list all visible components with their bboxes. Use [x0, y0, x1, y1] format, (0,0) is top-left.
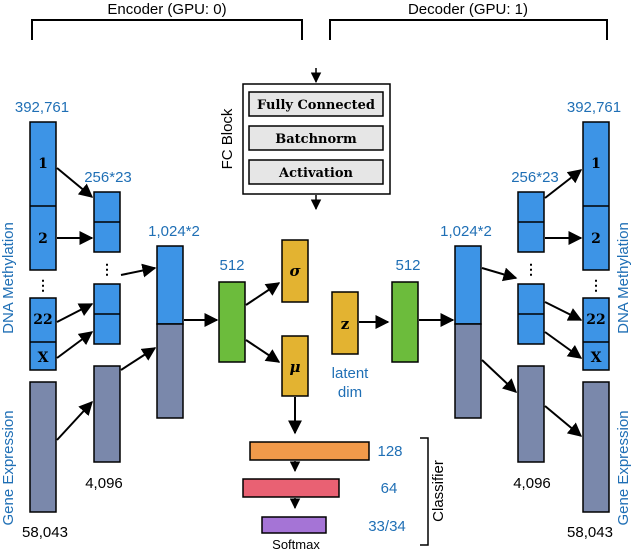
dec-segment-2: 2	[591, 231, 601, 247]
enc-expression-input	[29, 381, 57, 513]
arrow-chrom-to-segx	[544, 331, 583, 359]
enc-segment-x: X	[38, 350, 49, 366]
enc-chrom-dim: 256*23	[84, 169, 132, 186]
decoder: 512 1,024*2 256*23 ⋮ 4,096 392,761 1 2 ⋮…	[359, 99, 632, 541]
enc-methylation-input-bottom	[29, 297, 57, 371]
fc-item-fully-connected-box	[248, 91, 384, 117]
enc-chrom-dots: ⋮	[100, 262, 114, 278]
sigma-block	[281, 239, 309, 303]
dec-hidden-layer	[391, 281, 419, 363]
dec-expression-dim: 58,043	[567, 524, 613, 541]
dec-methylation-output-top	[582, 121, 610, 271]
dec-segment-1: 1	[591, 156, 601, 172]
classifier: 128 64 Softmax 33/34 Classifier	[242, 437, 447, 552]
encoder-header: Encoder (GPU: 0)	[31, 1, 303, 40]
fc-item-batchnorm-box	[248, 125, 384, 151]
softmax-label: Softmax	[272, 537, 320, 552]
fc-block: FC Block Fully Connected Batchnorm Activ…	[219, 68, 391, 211]
arrow-concat-to-exphidden	[481, 359, 518, 393]
dec-expression-hidden	[517, 365, 545, 463]
arrow-exphidden-to-concat	[120, 347, 157, 371]
classifier-bracket	[420, 437, 429, 546]
enc-hidden-layer	[218, 281, 246, 363]
dec-chrom-dots: ⋮	[524, 262, 538, 278]
dec-concat-dim: 1,024*2	[440, 223, 492, 240]
dec-methylation-label: DNA Methylation	[615, 222, 632, 334]
arrow-expression-to-hidden	[56, 400, 93, 441]
decoder-title: Decoder (GPU: 1)	[408, 1, 528, 18]
dec-hidden-dim: 512	[395, 257, 420, 274]
dec-segment-dots: ⋮	[589, 278, 603, 294]
encoder-title: Encoder (GPU: 0)	[107, 1, 226, 18]
fc-block-label: FC Block	[219, 108, 236, 169]
arrow-seg22-to-chrom	[56, 303, 94, 323]
dec-methylation-dim: 392,761	[567, 99, 621, 116]
arrow-seg1-to-chrom	[56, 167, 94, 198]
classifier-dim-128: 128	[377, 443, 402, 460]
enc-concat-expression	[156, 323, 184, 419]
fc-item-fully-connected: Fully Connected	[257, 98, 375, 113]
enc-expression-hidden	[93, 365, 121, 463]
dec-segment-22: 22	[586, 312, 605, 328]
enc-segment-22: 22	[33, 312, 52, 328]
classifier-label: Classifier	[430, 460, 447, 522]
sigma-label: σ	[289, 262, 301, 280]
enc-concat-dim: 1,024*2	[148, 223, 200, 240]
latent-dim-label-1: latent	[332, 365, 370, 382]
enc-segment-dots: ⋮	[36, 278, 50, 294]
fc-item-batchnorm: Batchnorm	[275, 132, 357, 147]
arrow-exphidden-to-output	[544, 405, 583, 437]
arrow-hidden-to-mu	[245, 339, 281, 363]
dec-concat-expression	[454, 323, 482, 419]
classifier-dim-33-34: 33/34	[368, 518, 406, 535]
z-label: z	[341, 315, 350, 333]
enc-methylation-dim: 392,761	[15, 99, 69, 116]
encoder: 392,761 DNA Methylation Gene Expression …	[0, 99, 281, 541]
arrow-hidden-to-sigma	[245, 282, 281, 306]
arrow-chrom-to-seg1	[544, 169, 583, 199]
enc-methylation-label: DNA Methylation	[0, 222, 17, 334]
dec-expression-label: Gene Expression	[615, 410, 632, 525]
fc-item-activation-box	[248, 159, 384, 185]
enc-concat-methylation	[156, 245, 184, 325]
dec-expression-output	[582, 381, 610, 513]
enc-expression-label: Gene Expression	[0, 410, 17, 525]
classifier-dim-64: 64	[381, 480, 398, 497]
arrow-chrom-to-seg22	[544, 301, 583, 321]
softmax-layer	[261, 516, 327, 534]
mu-block	[281, 335, 309, 397]
dec-chrom-dim: 256*23	[511, 169, 559, 186]
enc-hidden-dim: 512	[219, 257, 244, 274]
arrow-chrom-to-concat	[120, 263, 157, 278]
arrow-concat-to-chrom	[481, 267, 518, 282]
fc-item-activation: Activation	[278, 166, 354, 181]
encoder-bracket	[31, 19, 303, 40]
enc-expression-hidden-dim: 4,096	[85, 475, 123, 492]
classifier-layer-128	[249, 441, 370, 461]
z-block	[331, 291, 359, 355]
enc-segment-2: 2	[38, 231, 48, 247]
dec-expression-hidden-dim: 4,096	[513, 475, 551, 492]
enc-methylation-input-top	[29, 121, 57, 271]
decoder-header: Decoder (GPU: 1)	[329, 1, 608, 40]
decoder-bracket	[329, 19, 608, 40]
dec-segment-x: X	[591, 350, 602, 366]
dec-methylation-output-bottom	[582, 297, 610, 371]
classifier-layer-64	[242, 478, 340, 498]
arrow-segx-to-chrom	[56, 331, 94, 359]
mu-label: μ	[290, 358, 301, 376]
latent-dim-label-2: dim	[338, 384, 362, 401]
enc-segment-1: 1	[38, 156, 48, 172]
enc-expression-dim: 58,043	[22, 524, 68, 541]
latent: σ μ z latent dim	[281, 239, 370, 435]
dec-concat-methylation	[454, 245, 482, 325]
